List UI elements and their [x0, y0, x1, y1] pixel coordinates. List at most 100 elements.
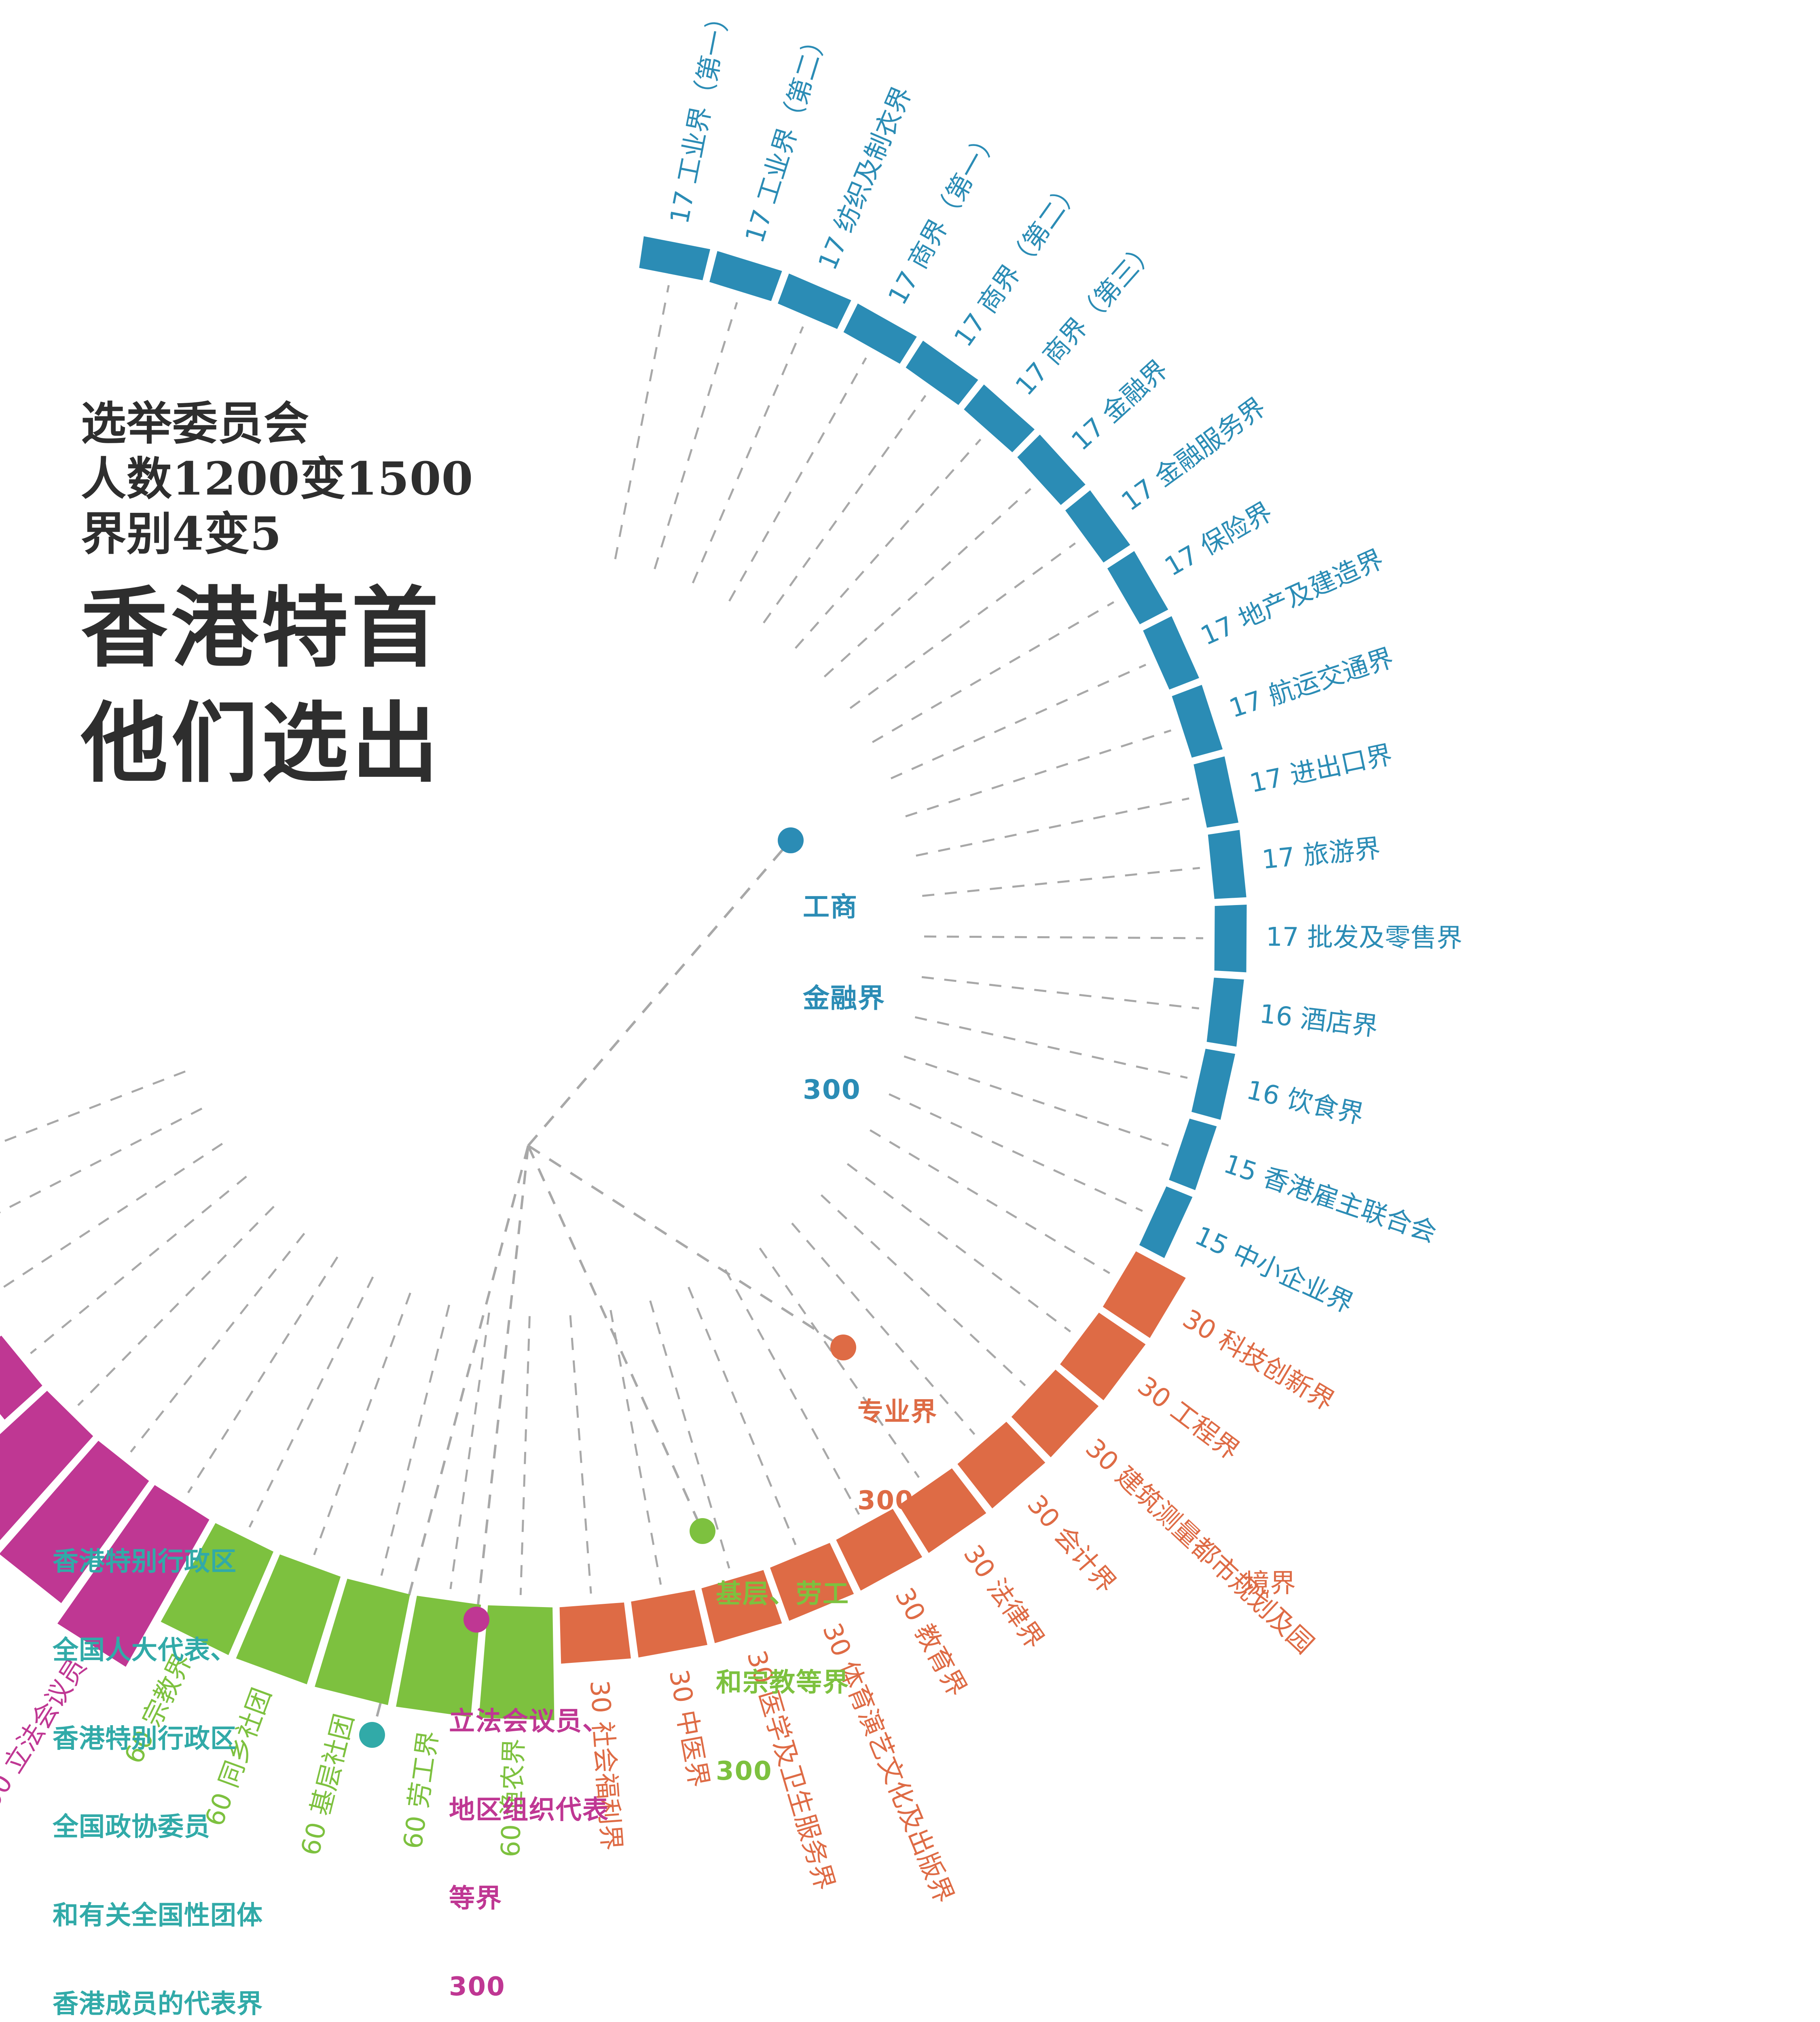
leader-line [759, 1248, 920, 1478]
hub-label-professional: 专业界 300 [857, 1339, 938, 1575]
bar-segment [957, 1421, 1045, 1509]
leader-line [130, 1233, 305, 1453]
hub-national-line-5: 和有关全国性团体 [53, 1901, 263, 1931]
leader-line [688, 1286, 797, 1545]
bar-segment [1017, 434, 1086, 505]
kicker-line-2: 人数1200变1500 [81, 452, 474, 506]
leader-line [849, 542, 1076, 709]
bar-segment [964, 384, 1035, 453]
leader-line [609, 1310, 662, 1585]
hub-dot-national [359, 1722, 385, 1748]
leader-line [794, 438, 982, 649]
segment-label: 17 工业界（第二） [740, 25, 834, 246]
leader-line [889, 1093, 1143, 1212]
hub-national-line-2: 全国人大代表、 [53, 1635, 237, 1665]
bar-segment [639, 236, 711, 281]
bar-segment [1169, 1119, 1217, 1190]
bar-segment [479, 1605, 554, 1720]
hub-dot-business [778, 827, 804, 853]
segment-label: 60 渔农界 [496, 1738, 529, 1858]
hub-label-legislative: 立法会议员、 地区组织代表 等界 300 [449, 1648, 609, 2022]
bar-segment [559, 1602, 631, 1664]
bar-segment [709, 251, 782, 301]
segment-label: 17 地产及建造界 [1196, 544, 1388, 652]
kicker-line-3: 界别4变5 [81, 508, 282, 561]
leader-line [924, 935, 1203, 939]
segment-label: 17 纺织及制衣界 [813, 82, 918, 275]
hub-professional-line-1: 专业界 [857, 1397, 938, 1427]
bar-segment [315, 1578, 410, 1705]
hub-label-national: 香港特别行政区 全国人大代表、 香港特别行政区 全国政协委员 和有关全国性团体 … [53, 1488, 263, 2022]
segment-label: 17 进出口界 [1247, 740, 1395, 799]
segment-label: 15 中小企业界 [1190, 1221, 1358, 1320]
segment-label: 30 科技创新界 [1177, 1304, 1339, 1417]
kicker-line-1: 选举委员会 [81, 397, 309, 450]
bar-segment [1172, 685, 1223, 758]
segment-label: 17 保险界 [1160, 497, 1278, 582]
segment-label: 16 饮食界 [1244, 1075, 1366, 1130]
bar-segment [57, 1485, 210, 1667]
leader-line [922, 867, 1200, 897]
bar-segment [1103, 1251, 1186, 1338]
bar-segment [1065, 490, 1130, 563]
leader-line [0, 1070, 186, 1144]
bar-segment [396, 1596, 481, 1717]
bar-segment [1191, 1049, 1236, 1120]
segment-label: 30 教育界 [889, 1583, 972, 1702]
segment-label: 16 酒店界 [1258, 999, 1379, 1042]
leader-line [614, 285, 670, 559]
hub-spoke [527, 1144, 844, 1349]
segment-label: 17 航运交通界 [1225, 643, 1397, 724]
leader-line [654, 302, 738, 569]
leader-line [449, 1312, 490, 1589]
bar-segment [1194, 756, 1239, 828]
leader-line [728, 357, 867, 602]
leader-line [519, 1316, 531, 1595]
hub-business-count: 300 [803, 1074, 861, 1105]
segment-label: 30 建筑测量都市规划及园 [1079, 1433, 1319, 1660]
leader-line [847, 1163, 1071, 1332]
segment-label: 17 金融界 [1066, 354, 1174, 457]
hub-national-line-4: 全国政协委员 [53, 1812, 210, 1842]
bar-segment [1206, 977, 1244, 1047]
hub-professional-count: 300 [857, 1485, 914, 1516]
page-title-line-1: 香港特首 [81, 577, 442, 679]
bar-segment [1011, 1369, 1099, 1457]
hub-dot-group [359, 827, 856, 1748]
leader-line [692, 326, 804, 584]
segment-label: 17 批发及零售界 [1266, 922, 1462, 954]
leader-line [905, 729, 1172, 818]
segment-label: 30 法律界 [957, 1540, 1050, 1654]
leader-line [823, 488, 1032, 678]
leader-line [724, 1269, 860, 1515]
bar-segment [770, 1543, 854, 1621]
leader-line [313, 1292, 411, 1555]
leader-line [820, 1194, 1026, 1386]
hub-label-business: 工商 金融界 300 [803, 831, 885, 1166]
bar-segment [906, 341, 978, 405]
bar-segment [778, 273, 851, 329]
segment-label-wrap: 境界 [1244, 1569, 1296, 1599]
leader-line-group [0, 285, 1203, 1735]
hub-legislative-line-3: 等界 [449, 1883, 502, 1914]
segment-label: 15 香港雇主联合会 [1220, 1149, 1441, 1248]
hub-grassroots-count: 300 [716, 1756, 772, 1786]
leader-line [380, 1305, 451, 1576]
hub-business-line-1: 工商 [803, 891, 858, 923]
bar-group [0, 236, 1247, 1720]
bar-segment [0, 1335, 42, 1420]
hub-national-line-3: 香港特别行政区 [53, 1724, 237, 1754]
bar-segment [236, 1554, 341, 1685]
hub-national-line-6: 香港成员的代表界 [53, 1989, 263, 2020]
leader-line [569, 1315, 592, 1594]
leader-line [916, 797, 1189, 857]
leader-line [914, 1016, 1188, 1079]
segment-label: 30 工程界 [1132, 1371, 1245, 1466]
leader-line [0, 1143, 223, 1291]
leader-line [187, 1256, 339, 1493]
hub-grassroots-line-2: 和宗教等界 [716, 1667, 849, 1698]
bar-segment [0, 1440, 149, 1603]
bar-segment [899, 1468, 986, 1553]
leader-line [0, 1107, 203, 1213]
